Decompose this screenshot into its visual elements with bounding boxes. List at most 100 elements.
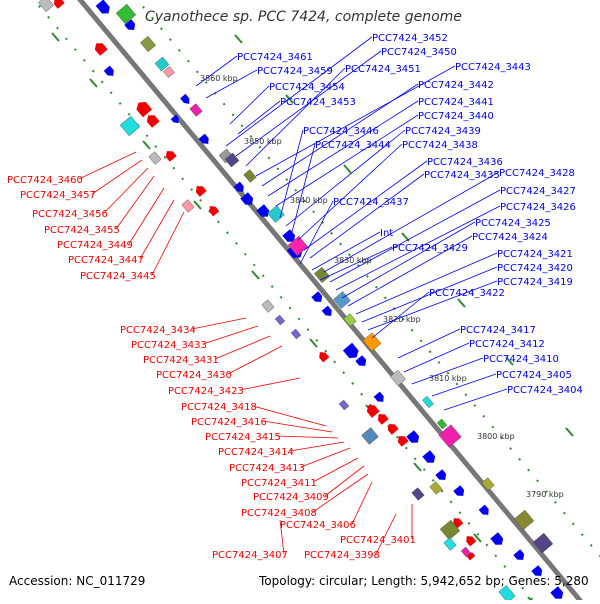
- forward-gene-arrow-shape: [478, 504, 489, 515]
- gene-box-shape: [429, 481, 443, 495]
- red-gene-label: PCC7424_3423: [168, 386, 244, 397]
- gene-box-shape: [261, 299, 275, 313]
- gene-box: [148, 151, 162, 165]
- forward-gene-arrow-shape: [240, 192, 254, 205]
- reverse-gene-arrow: [366, 405, 380, 418]
- blue-gene-label: PCC7424_3453: [280, 97, 356, 108]
- gene-box-shape: [38, 0, 54, 13]
- red-leader-line: [300, 447, 351, 468]
- gene-box-shape: [390, 369, 406, 387]
- red-gene-label: PCC7424_3447: [68, 255, 144, 266]
- gene-box-shape: [513, 509, 535, 531]
- reverse-gene-arrow-shape: [319, 352, 330, 363]
- blue-leader-line: [361, 266, 498, 323]
- inner-tick: [142, 140, 151, 150]
- red-gene-label: PCC7424_3398: [304, 550, 380, 561]
- blue-gene-label: PCC7424_3426: [500, 202, 576, 213]
- blue-leader-line: [205, 69, 258, 99]
- blue-leader-line: [329, 189, 501, 283]
- reverse-gene-arrow-shape: [466, 536, 477, 547]
- red-leader-line: [103, 167, 149, 214]
- blue-gene-label: PCC7424_3405: [496, 370, 572, 381]
- forward-gene-arrow: [373, 391, 384, 402]
- blue-leader-line: [285, 129, 406, 227]
- kbp-label: 3790 kbp: [526, 490, 564, 499]
- blue-gene-label: PCC7424_3404: [507, 385, 583, 396]
- gene-box-shape: [436, 418, 448, 430]
- red-gene-label: PCC7424_3406: [280, 520, 356, 531]
- forward-gene-arrow-shape: [453, 485, 465, 496]
- gene-box-shape: [411, 487, 425, 501]
- gene-box-shape: [274, 314, 286, 326]
- blue-gene-label: PCC7424_3450: [381, 47, 457, 58]
- forward-gene-arrow: [180, 93, 190, 104]
- gene-box: [38, 0, 54, 13]
- red-gene-label: PCC7424_3411: [241, 478, 317, 489]
- red-leader-line: [276, 435, 339, 439]
- blue-leader-line: [275, 114, 419, 207]
- forward-gene-arrow-shape: [103, 65, 114, 76]
- blue-gene-label: PCC7424_3435: [424, 170, 500, 181]
- forward-gene-arrow-shape: [256, 204, 270, 217]
- gene-box: [513, 509, 535, 531]
- blue-leader-line: [309, 173, 425, 259]
- forward-gene-arrow: [198, 133, 209, 144]
- red-leader-line: [239, 377, 301, 391]
- blue-leader-line: [411, 357, 484, 385]
- blue-gene-label: PCC7424_3420: [497, 263, 573, 274]
- forward-gene-arrow: [406, 430, 420, 443]
- gene-box-shape: [243, 169, 257, 183]
- gene-box: [119, 115, 141, 137]
- gene-box: [314, 266, 330, 284]
- kbp-label: 3830 kbp: [334, 256, 372, 265]
- blue-leader-line: [443, 388, 508, 411]
- blue-leader-line: [237, 100, 281, 135]
- gene-box-shape: [481, 477, 495, 491]
- red-gene-label: PCC7424_3449: [57, 240, 133, 251]
- gene-box-shape: [532, 532, 554, 554]
- forward-gene-arrow-shape: [422, 450, 436, 463]
- red-leader-line: [151, 211, 185, 276]
- red-gene-label: PCC7424_3409: [253, 492, 329, 503]
- red-leader-line: [227, 345, 283, 375]
- blue-leader-line: [311, 231, 381, 271]
- forward-gene-arrow-shape: [513, 549, 525, 560]
- gene-box: [498, 585, 516, 603]
- blue-gene-label: PCC7424_3444: [315, 140, 391, 151]
- reverse-gene-arrow: [195, 186, 207, 197]
- forward-gene-arrow: [435, 469, 447, 480]
- red-gene-label: PCC7424_3407: [212, 550, 288, 561]
- forward-gene-arrow-shape: [550, 586, 564, 599]
- red-leader-line: [214, 335, 271, 360]
- forward-gene-arrow: [453, 485, 465, 496]
- reverse-gene-arrow: [387, 424, 399, 435]
- reverse-gene-arrow-shape: [209, 206, 220, 217]
- red-leader-line: [312, 473, 369, 513]
- gene-box: [481, 477, 495, 491]
- gene-box-shape: [224, 152, 240, 168]
- reverse-gene-arrow-shape: [94, 43, 108, 56]
- topology-text: Topology: circular; Length: 5,942,652 bp…: [259, 574, 589, 588]
- forward-gene-arrow-shape: [342, 342, 359, 359]
- red-leader-line: [91, 159, 143, 195]
- outer-tick: [565, 427, 574, 437]
- blue-gene-label: PCC7424_3438: [402, 140, 478, 151]
- blue-gene-label: PCC7424_3440: [418, 111, 494, 122]
- blue-leader-line: [341, 221, 476, 299]
- blue-leader-line: [225, 36, 373, 147]
- inner-tick: [413, 462, 422, 472]
- forward-gene-arrow-shape: [406, 430, 420, 443]
- gene-box-shape: [287, 235, 309, 257]
- map-title: Cyanothece sp. PCC 7424, complete genome: [145, 9, 462, 25]
- gene-box: [439, 519, 461, 541]
- forward-gene-arrow: [490, 532, 504, 545]
- gene-box-shape: [343, 313, 357, 327]
- gene-box: [287, 235, 309, 257]
- red-leader-line: [324, 465, 365, 497]
- blue-leader-line: [431, 373, 497, 397]
- red-leader-line: [115, 175, 155, 230]
- gene-box-shape: [154, 56, 170, 72]
- red-leader-line: [262, 420, 333, 433]
- red-leader-line: [279, 519, 285, 555]
- reverse-gene-arrow: [94, 43, 108, 56]
